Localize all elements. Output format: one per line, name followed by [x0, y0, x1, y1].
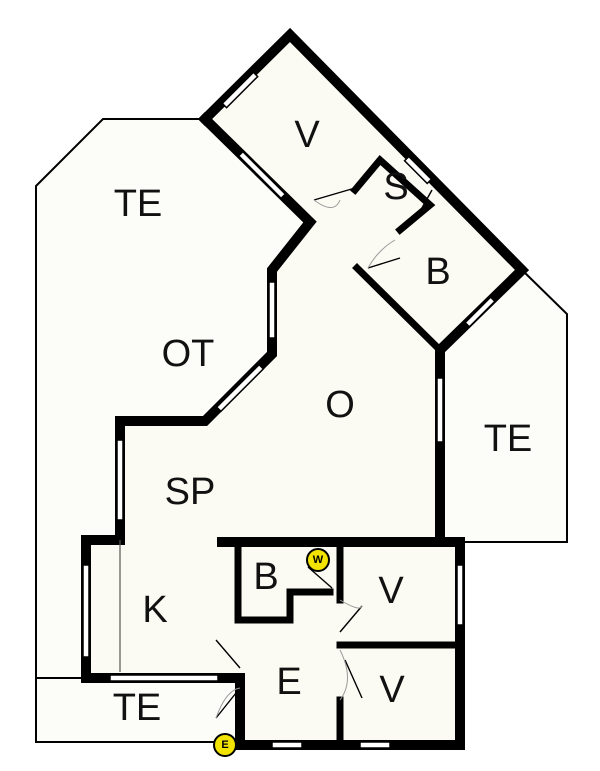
label-te-right: TE	[484, 418, 533, 460]
label-v-top: V	[294, 114, 320, 156]
windows	[82, 71, 496, 749]
label-b-lower: B	[253, 556, 278, 598]
label-te-top-left: TE	[114, 183, 163, 225]
label-v-mid: V	[378, 570, 404, 612]
water-marker: W	[306, 548, 330, 572]
label-k: K	[142, 589, 167, 631]
label-b-upper: B	[425, 251, 450, 293]
entrance-marker: E	[213, 733, 237, 757]
label-ot: OT	[162, 333, 215, 375]
wall-b-upper	[352, 263, 445, 355]
label-sp: SP	[165, 471, 216, 513]
entrance-marker-label: E	[221, 739, 228, 751]
label-o: O	[325, 384, 355, 426]
wall-s-closet	[350, 154, 436, 235]
wall-b-lower	[234, 538, 334, 624]
water-marker-label: W	[313, 554, 324, 566]
label-s: S	[383, 166, 408, 208]
label-te-bottom: TE	[113, 687, 162, 729]
label-e: E	[276, 661, 301, 703]
label-v-bottom: V	[379, 669, 405, 711]
interior-floor	[86, 35, 522, 745]
wall-bottom-block	[217, 537, 465, 750]
doors	[215, 187, 433, 719]
